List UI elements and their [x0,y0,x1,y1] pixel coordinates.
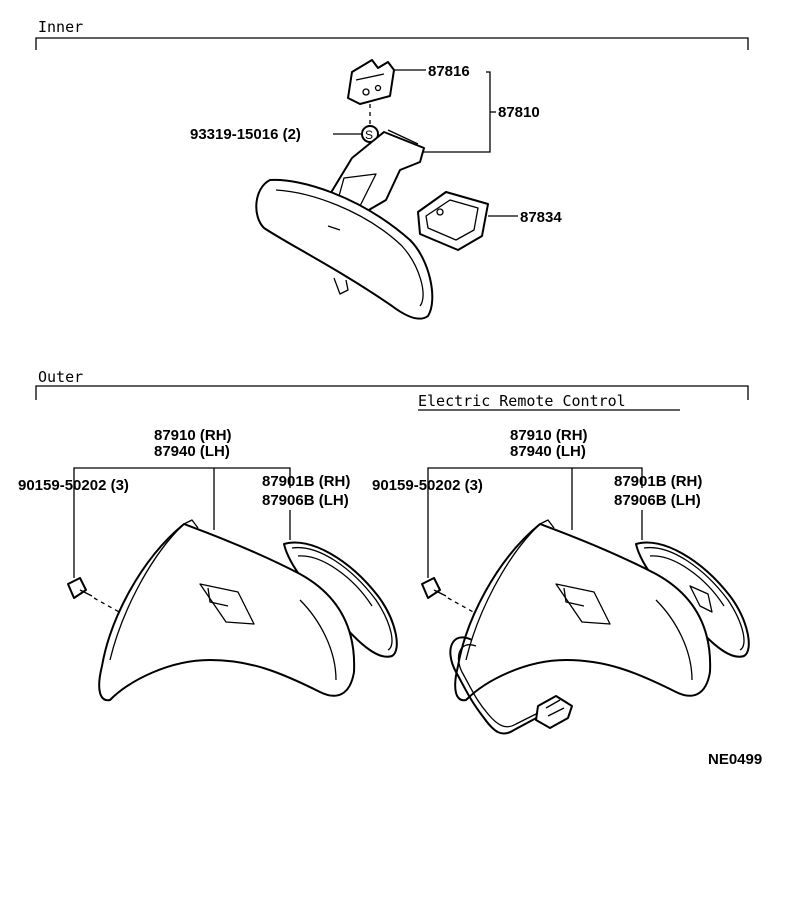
label-right-glass-rh: 87901B (RH) [614,473,702,490]
bracket-plate-87816 [347,59,395,105]
mirror-housing-left [98,519,356,702]
inner-title: Inner [38,18,83,36]
label-87810: 87810 [498,104,540,121]
outer-title: Outer [38,368,83,386]
label-right-87910: 87910 (RH) [510,427,588,444]
outer-section: Outer Electric Remote Control 87910 (RH)… [18,368,750,735]
label-87816: 87816 [428,63,470,80]
label-left-glass-lh: 87906B (LH) [262,492,349,509]
mirror-housing-right [454,519,712,702]
screw-symbol-letter: S [365,128,373,142]
bracket-left [73,467,291,488]
label-right-87940: 87940 (LH) [510,443,586,460]
connector [535,695,573,729]
motor-unit [689,585,713,613]
label-left-87940: 87940 (LH) [154,443,230,460]
cover-87834 [417,191,489,251]
bracket-87810 [420,71,491,153]
figure-code: NE0499 [708,751,762,768]
label-left-87910: 87910 (RH) [154,427,232,444]
inner-section: Inner 87816 87810 S 93319-15016 (2) [35,18,749,320]
electric-title: Electric Remote Control [418,392,626,410]
label-right-screw: 90159-50202 (3) [372,477,483,494]
outer-right-group: 87910 (RH) 87940 (LH) 90159-50202 (3) 87… [372,427,750,735]
wiring-harness [449,636,573,735]
outer-bracket [35,385,749,400]
label-right-glass-lh: 87906B (LH) [614,492,701,509]
screw-left [67,577,93,599]
inner-mirror-87810 [255,178,434,320]
inner-bracket [35,37,749,50]
label-left-glass-rh: 87901B (RH) [262,473,350,490]
bracket-right [427,467,643,488]
label-87834: 87834 [520,209,562,226]
outer-left-group: 87910 (RH) 87940 (LH) 90159-50202 (3) 87… [18,427,398,702]
screw-symbol-inner [361,125,379,143]
label-left-screw: 90159-50202 (3) [18,477,129,494]
label-screw-inner: 93319-15016 (2) [190,126,301,143]
screw-right [421,577,447,599]
